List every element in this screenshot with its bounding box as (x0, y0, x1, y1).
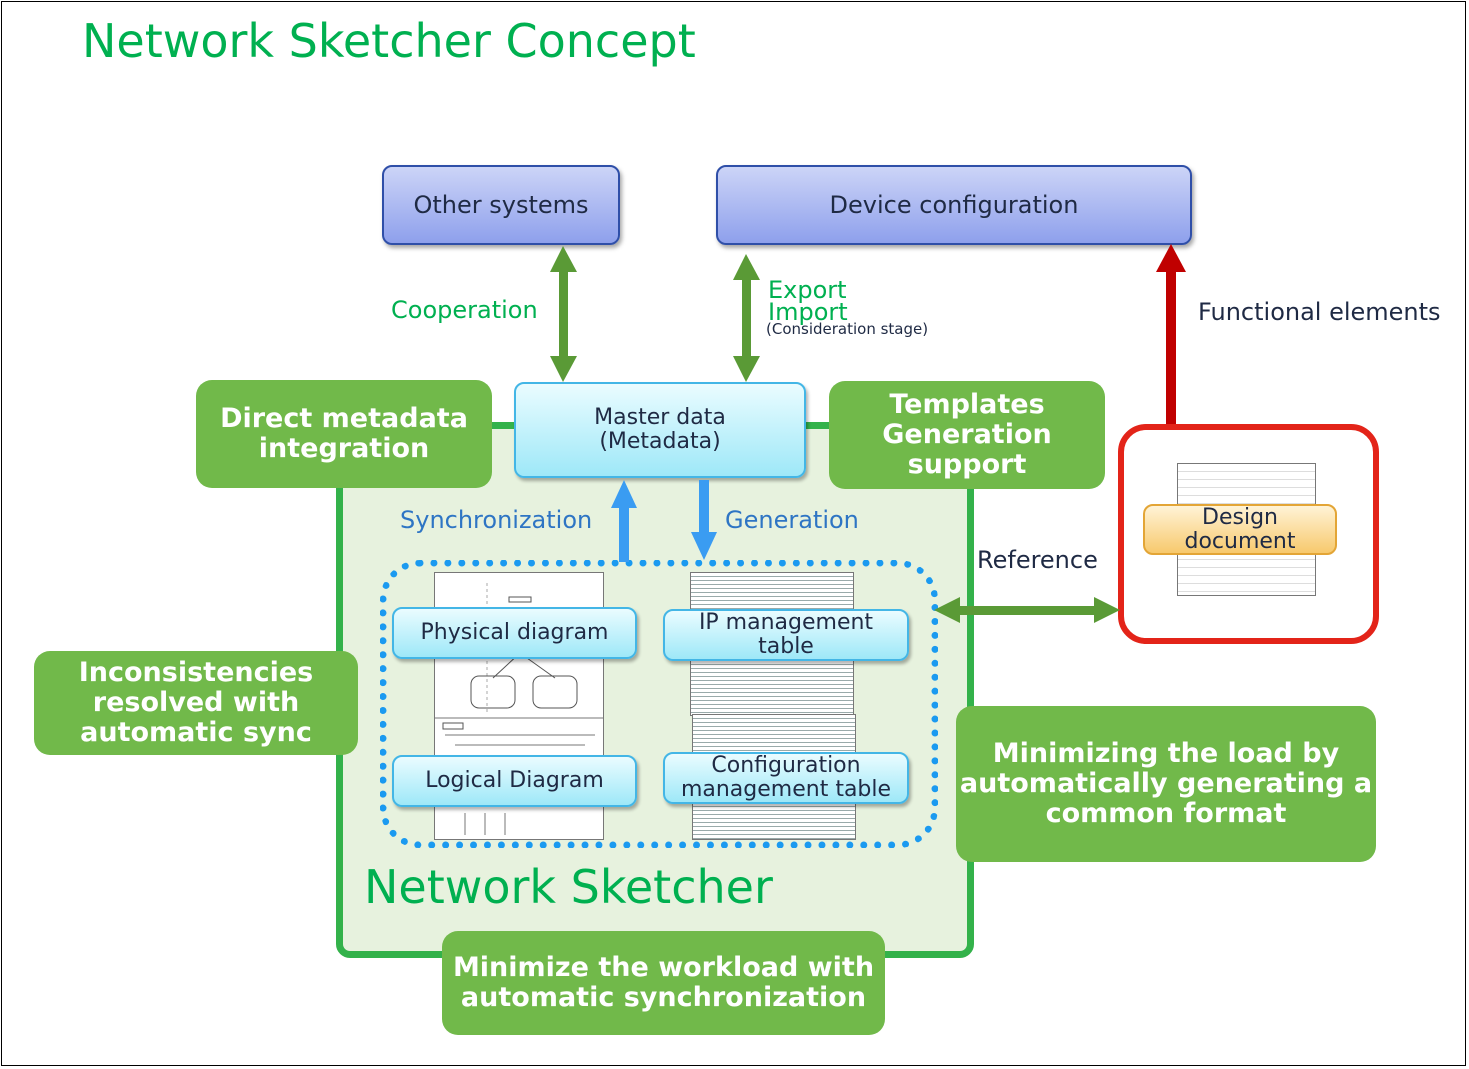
templates-callout: Templates Generation support (829, 381, 1105, 489)
design-document-box: Design document (1143, 504, 1337, 555)
master-data-label-line2: (Metadata) (599, 429, 721, 454)
generation-arrow (691, 480, 717, 560)
minimize-workload-callout: Minimize the workload with automatic syn… (442, 931, 885, 1035)
minimizing-load-line1: Minimizing the load by (992, 737, 1340, 769)
functional-elements-label: Functional elements (1198, 298, 1441, 326)
cooperation-arrow (550, 246, 577, 382)
configuration-management-table-box: Configuration management table (663, 752, 909, 804)
inconsistencies-line1: Inconsistencies (78, 656, 314, 688)
generation-label: Generation (725, 506, 859, 534)
network-sketcher-label: Network Sketcher (364, 860, 773, 914)
minimizing-load-line2: automatically generating a (959, 767, 1373, 799)
templates-line1: Templates (889, 388, 1045, 420)
config-table-label-line1: Configuration (711, 753, 861, 779)
logical-diagram-box: Logical Diagram (392, 755, 637, 807)
output-group-outline (380, 560, 938, 848)
export-label: Export (768, 276, 847, 304)
templates-line2: Generation (882, 418, 1052, 450)
ip-table-label-line2: table (758, 634, 814, 659)
inconsistencies-line3: automatic sync (80, 717, 312, 749)
minimize-workload-line2: automatic synchronization (460, 982, 867, 1013)
inconsistencies-callout: Inconsistencies resolved with automatic … (34, 651, 358, 755)
inconsistencies-line2: resolved with (92, 686, 300, 718)
reference-label: Reference (977, 546, 1098, 574)
device-configuration-box: Device configuration (716, 165, 1192, 245)
minimizing-load-callout: Minimizing the load by automatically gen… (956, 706, 1376, 862)
templates-line3: support (907, 449, 1027, 481)
minimize-workload-line1: Minimize the workload with (452, 951, 875, 983)
physical-diagram-label: Physical diagram (420, 620, 609, 646)
consideration-stage-label: (Consideration stage) (766, 320, 929, 338)
page-title: Network Sketcher Concept (82, 14, 696, 68)
direct-metadata-callout: Direct metadata integration (196, 380, 492, 488)
ip-management-table-box: IP management table (663, 609, 909, 661)
other-systems-label: Other systems (413, 191, 589, 219)
import-label: Import (768, 298, 848, 326)
direct-metadata-line1: Direct metadata (220, 402, 468, 434)
device-configuration-label: Device configuration (829, 191, 1079, 219)
master-data-label-line1: Master data (594, 405, 726, 431)
synchronization-arrow (611, 480, 637, 562)
direct-metadata-line2: integration (258, 433, 430, 464)
config-table-label-line2: management table (680, 777, 892, 802)
cooperation-label: Cooperation (391, 296, 538, 324)
reference-arrow (934, 597, 1120, 623)
master-data-box: Master data (Metadata) (514, 382, 806, 478)
ip-table-label-line1: IP management (698, 610, 874, 636)
export-import-arrow (733, 254, 760, 382)
logical-diagram-label: Logical Diagram (425, 768, 604, 794)
synchronization-label: Synchronization (400, 506, 593, 534)
functional-elements-arrow (1156, 244, 1186, 424)
design-document-label-line1: Design (1202, 504, 1278, 530)
other-systems-box: Other systems (382, 165, 620, 245)
design-document-label-line2: document (1184, 528, 1296, 554)
diagram-preview-sketch (435, 583, 603, 835)
minimizing-load-line3: common format (1045, 798, 1287, 830)
physical-diagram-box: Physical diagram (392, 607, 637, 659)
